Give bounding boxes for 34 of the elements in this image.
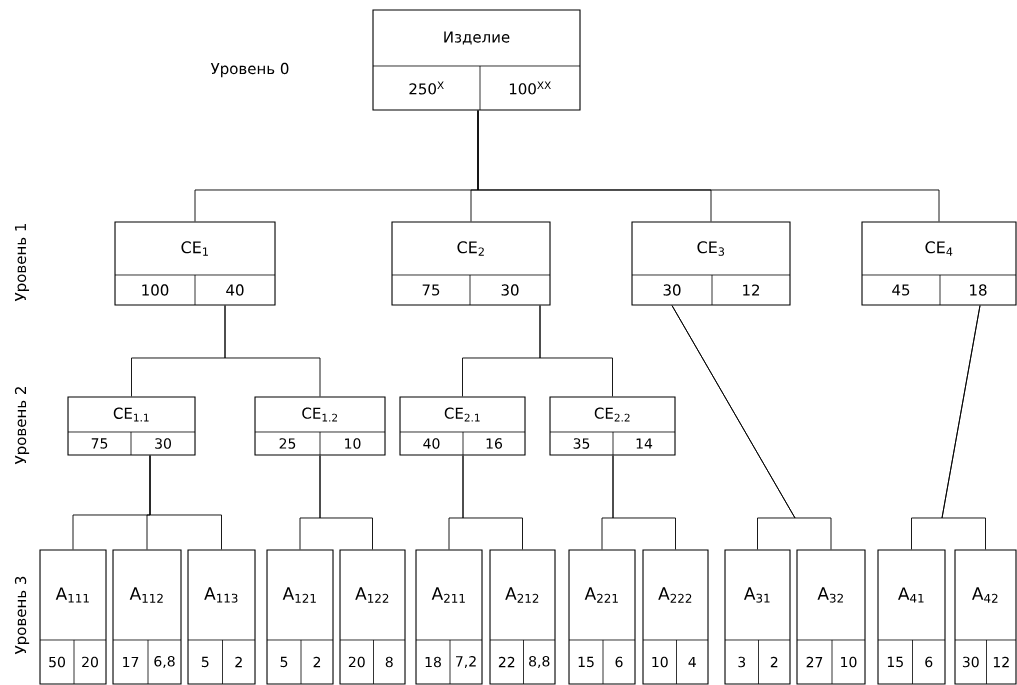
- component-box: A$_{221}$ 15 6: [568, 549, 636, 685]
- component-box: A$_{121}$ 5 2: [266, 549, 334, 685]
- component-box: A$_{42}$ 30 12: [954, 549, 1017, 685]
- connector-line: [319, 455, 373, 550]
- component-box: CE$_{1}$ 100 40: [114, 221, 276, 306]
- connector-line: [941, 305, 986, 550]
- component-box: CE$_{2}$ 75 30: [391, 221, 551, 306]
- component-box: A$_{112}$ 17 6,8: [112, 549, 182, 685]
- component-box: A$_{41}$ 15 6: [877, 549, 946, 685]
- component-box: CE$_{2.1}$ 40 16: [399, 396, 526, 456]
- level-label: Уровень 2: [14, 387, 30, 465]
- component-box: A$_{111}$ 50 20: [39, 549, 107, 685]
- connector-line: [477, 110, 940, 222]
- connector-line: [671, 305, 832, 550]
- connector-line: [149, 455, 222, 550]
- connector-line: [462, 455, 523, 550]
- connector-line: [612, 455, 676, 550]
- component-box: A$_{31}$ 3 2: [724, 549, 791, 685]
- component-box: CE$_{1.1}$ 75 30: [67, 396, 196, 456]
- component-box: CE$_{3}$ 30 12: [631, 221, 791, 306]
- component-box: A$_{32}$ 27 10: [796, 549, 866, 685]
- connector-line: [539, 305, 613, 397]
- component-box: A$_{122}$ 20 8: [339, 549, 406, 685]
- component-box: A$_{222}$ 10 4: [642, 549, 709, 685]
- component-box: CE$_{1.2}$ 25 10: [254, 396, 386, 456]
- level-label: Уровень 1: [15, 224, 30, 302]
- level-label: Уровень 0: [210, 62, 289, 78]
- component-box: Изделие 250$^{X}$ 100$^{XX}$: [372, 9, 581, 111]
- component-box: A$_{113}$ 5 2: [187, 549, 256, 685]
- component-box: A$_{212}$ 22 8,8: [489, 549, 556, 685]
- component-box: CE$_{4}$ 45 18: [861, 221, 1017, 306]
- connector-line: [224, 305, 321, 397]
- component-box: CE$_{2.2}$ 35 14: [549, 396, 676, 456]
- component-box: A$_{211}$ 18 7,2: [415, 549, 483, 685]
